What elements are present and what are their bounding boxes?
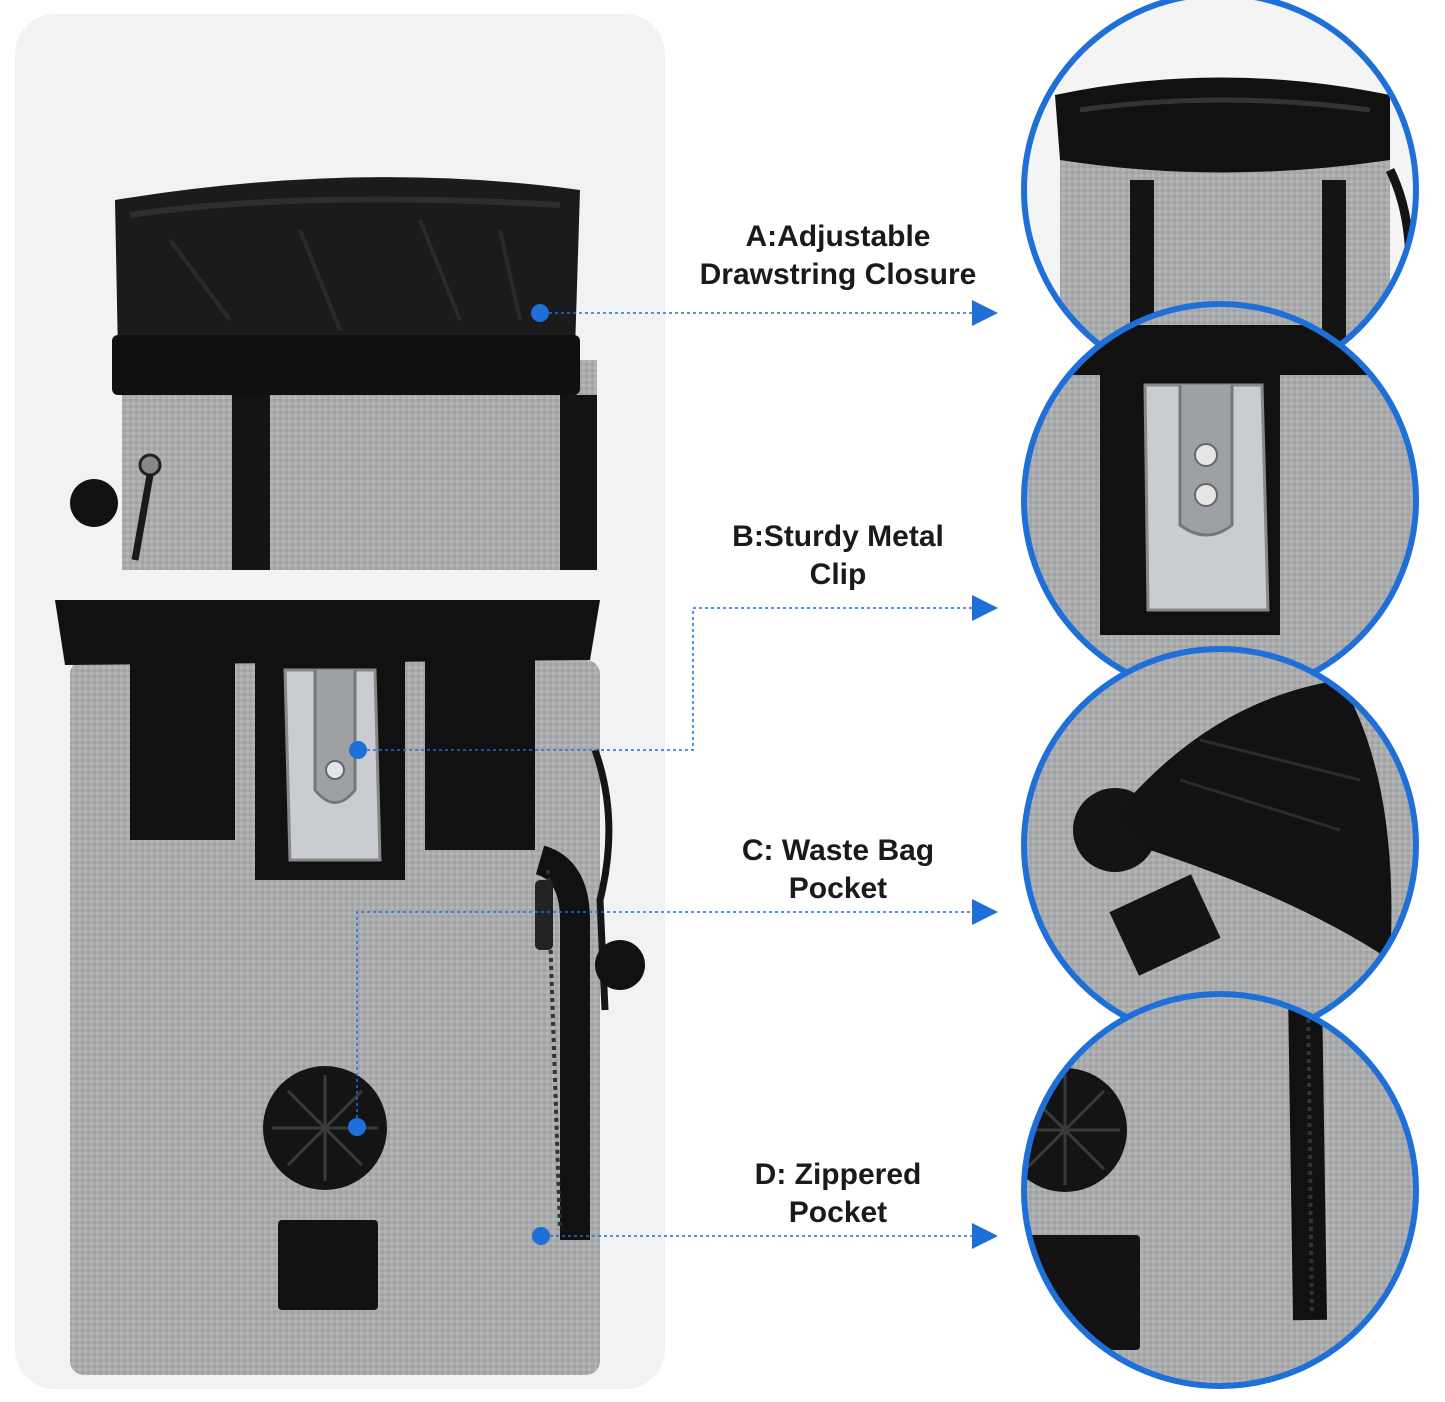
detail-circle-d [1021,991,1419,1389]
arrow-d-icon [972,1223,998,1249]
feature-c-line2: Pocket [788,872,888,905]
feature-c-line1: C: Waste Bag [741,834,935,867]
feature-label-b: B:Sturdy Metal Clip [678,518,998,594]
feature-d-line1: D: Zippered [754,1158,922,1191]
feature-label-d: D: Zippered Pocket [678,1156,998,1232]
callout-c-connector [348,899,998,1136]
feature-a-line1: A:Adjustable [745,220,931,253]
arrow-a-icon [972,300,998,326]
callout-a-connector [531,300,998,326]
arrow-b-icon [972,595,998,621]
arrow-c-icon [972,899,998,925]
feature-b-line2: Clip [809,558,867,591]
detail-zipper-image [1024,994,1416,1386]
feature-label-c: C: Waste Bag Pocket [678,832,998,908]
top-bag-view [70,177,597,570]
detail-metal-clip-image [1024,304,1416,696]
callout-b-connector [349,595,998,759]
detail-waste-bag-image [1024,649,1416,1041]
feature-d-line2: Pocket [788,1196,888,1229]
front-bag-view [55,600,645,1375]
feature-label-a: A:Adjustable Drawstring Closure [678,218,998,294]
callout-d-connector [532,1223,998,1249]
feature-b-line1: B:Sturdy Metal [732,520,944,553]
feature-a-line2: Drawstring Closure [699,258,977,291]
